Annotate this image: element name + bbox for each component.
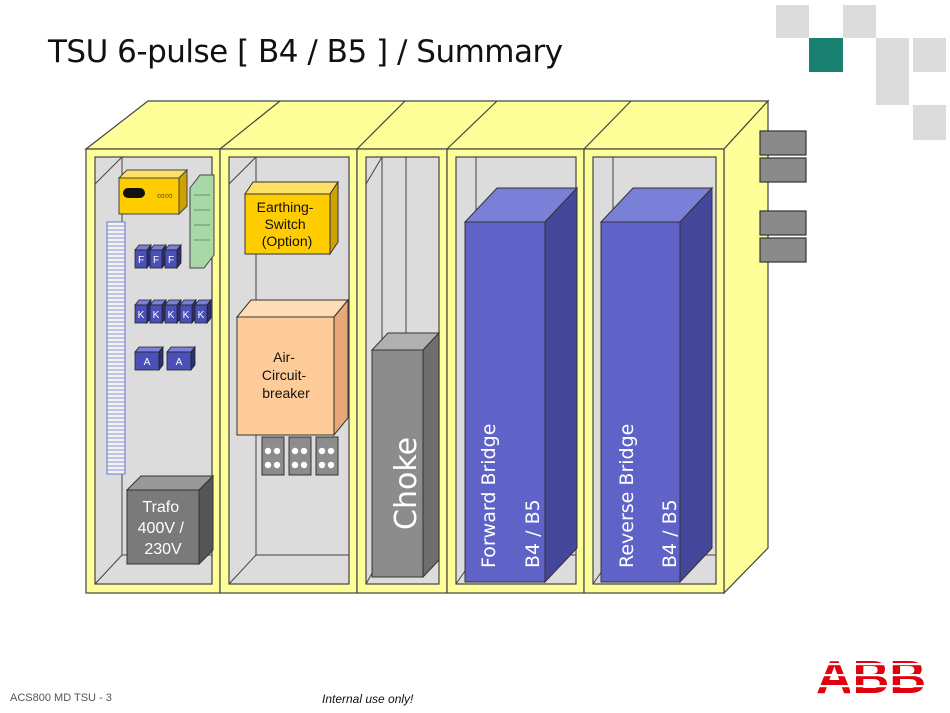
svg-text:Trafo 400V / 230V: Trafo 400V / 230V	[138, 499, 189, 558]
reverse-bridge: Reverse Bridge B4 / B5	[599, 186, 714, 584]
breaker-terminal-3	[315, 436, 339, 476]
contactor-label: K	[153, 310, 160, 321]
svg-text:Earthing- Switch (: Earthing- Switch (Option)	[257, 199, 318, 249]
footer-classification: Internal use only!	[322, 692, 414, 706]
abb-logo-text: ABB	[816, 651, 926, 696]
terminal-strip	[106, 221, 126, 475]
accent-square	[809, 38, 843, 72]
svg-text:∞∞: ∞∞	[157, 190, 173, 202]
ammeter-label: A	[144, 357, 151, 368]
breaker-line-2: Circuit-	[262, 367, 307, 383]
fuse-label: F	[168, 255, 174, 266]
breaker-terminal-1	[261, 436, 285, 476]
footer-product: ACS800 MD TSU	[10, 692, 96, 704]
fuse-3: F	[164, 243, 182, 270]
slide-title: TSU 6-pulse [ B4 / B5 ] / Summary	[48, 34, 563, 70]
breaker-terminals	[261, 436, 339, 476]
contactor-3: K	[164, 298, 182, 325]
contactor-4: K	[179, 298, 197, 325]
choke-label: Choke	[389, 437, 424, 530]
air-circuit-breaker: Air- Circuit- breaker	[235, 298, 350, 437]
contactor-2: K	[149, 298, 167, 325]
earthing-line-3: (Option)	[262, 233, 313, 249]
main-switch: ∞∞	[117, 168, 189, 216]
ammeter-2: A	[166, 345, 196, 372]
breaker-line-3: breaker	[262, 385, 310, 401]
forward-bridge: Forward Bridge B4 / B5	[463, 186, 579, 584]
breaker-terminal-2	[288, 436, 312, 476]
reverse-bridge-type: B4 / B5	[659, 499, 681, 568]
trafo-line-3: 230V	[144, 541, 182, 558]
forward-bridge-name: Forward Bridge	[478, 424, 500, 568]
abb-logo: ABB	[814, 650, 929, 696]
footer-left: ACS800 MD TSU - 3	[10, 692, 112, 704]
contactor-label: K	[138, 310, 145, 321]
contactor-1: K	[134, 298, 152, 325]
ammeter-label: A	[176, 357, 183, 368]
earthing-switch: Earthing- Switch (Option)	[244, 180, 339, 256]
ammeter-1: A	[134, 345, 164, 372]
fuse-1: F	[134, 243, 152, 270]
contactor-label: K	[198, 310, 205, 321]
svg-text:Air- Circuit- brea: Air- Circuit- breaker	[262, 349, 310, 401]
fuse-label: F	[138, 255, 144, 266]
page-number: - 3	[99, 692, 112, 704]
trafo-line-1: Trafo	[142, 499, 179, 516]
circuit-board	[189, 174, 215, 269]
fuse-label: F	[153, 255, 159, 266]
choke: Choke	[370, 331, 441, 579]
side-connectors	[759, 130, 807, 263]
forward-bridge-type: B4 / B5	[522, 499, 544, 568]
contactor-label: K	[183, 310, 190, 321]
contactor-5: K	[194, 298, 212, 325]
contactor-label: K	[168, 310, 175, 321]
transformer: Trafo 400V / 230V	[125, 474, 215, 566]
breaker-line-1: Air-	[273, 349, 295, 365]
trafo-line-2: 400V /	[138, 520, 185, 537]
fuse-2: F	[149, 243, 167, 270]
earthing-line-1: Earthing-	[257, 199, 314, 215]
earthing-line-2: Switch	[264, 216, 305, 232]
reverse-bridge-name: Reverse Bridge	[616, 424, 638, 568]
decorative-squares	[776, 5, 946, 140]
